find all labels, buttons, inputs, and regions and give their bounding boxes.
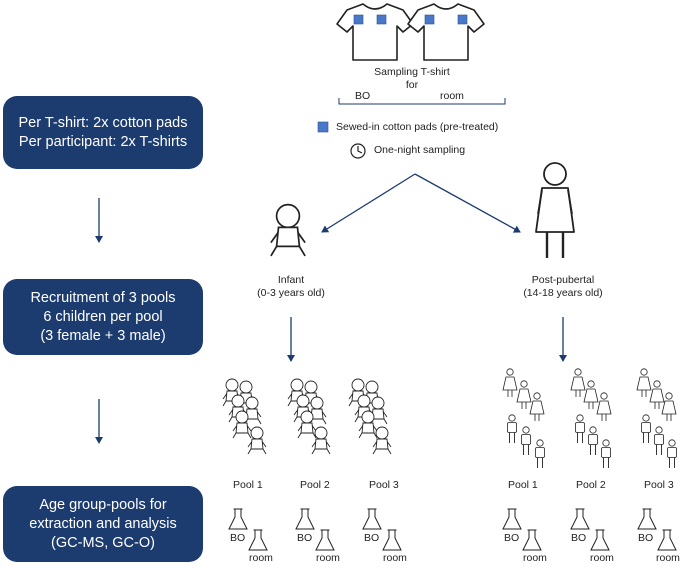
flask-bo-label: BO: [297, 532, 313, 544]
box-line: Per T-shirt: 2x cotton pads: [18, 114, 188, 131]
flask-room-label: room: [523, 552, 547, 564]
tshirt-room-label: room: [440, 90, 464, 102]
postpubertal-icon: [535, 162, 575, 258]
postpubertal-label-line: (14-18 years old): [523, 287, 603, 299]
infant-pool-2-label: Pool 2: [300, 479, 330, 491]
sampling-title-line: for: [405, 79, 419, 91]
postpubertal-label-line: Post-pubertal: [531, 274, 595, 286]
infant-label-line: Infant: [277, 274, 305, 286]
infant-icon: [270, 203, 306, 257]
tshirt-room-icon: [407, 3, 485, 61]
flask-bo-label: BO: [230, 532, 246, 544]
infant-pool-3-icons: [348, 378, 392, 455]
recruitment-box: Recruitment of 3 pools 6 children per po…: [3, 279, 203, 355]
infant-pool-1-icons: [222, 378, 267, 455]
flask-room-label: room: [590, 552, 614, 564]
flask-bo-label: BO: [571, 532, 587, 544]
sampling-title: Sampling T-shirt for: [352, 66, 472, 92]
tshirt-bo-icon: [336, 3, 414, 61]
tshirt-info-box: Per T-shirt: 2x cotton pads Per particip…: [3, 96, 203, 169]
tshirt-bo-label: BO: [355, 90, 371, 102]
flask-bo-label: BO: [364, 532, 380, 544]
box-line: extraction and analysis: [29, 515, 177, 532]
infant-label: Infant (0-3 years old): [241, 274, 341, 300]
analysis-box: Age group-pools for extraction and analy…: [3, 486, 203, 562]
postpubertal-pool-1-icons: [502, 368, 545, 469]
legend-time-text: One-night sampling: [374, 144, 466, 156]
flask-bo-label: BO: [504, 532, 520, 544]
infant-pool-2-icons: [287, 378, 331, 455]
flask-room-label: room: [383, 552, 407, 564]
flask-bo-label: BO: [638, 532, 654, 544]
arrow-to-infant: [321, 173, 416, 233]
box-line: (GC-MS, GC-O): [51, 534, 155, 551]
postpubertal-pool-2-label: Pool 2: [576, 479, 606, 491]
infant-pool-1-label: Pool 1: [233, 479, 263, 491]
box-line: (3 female + 3 male): [40, 327, 166, 344]
box-line: Per participant: 2x T-shirts: [18, 133, 188, 150]
postpubertal-pool-1-label: Pool 1: [508, 479, 538, 491]
tshirt-bracket: [338, 98, 506, 105]
legend-pads-text: Sewed-in cotton pads (pre-treated): [336, 121, 499, 133]
flask-room-label: room: [249, 552, 273, 564]
flask-room-label: room: [316, 552, 340, 564]
box-line: Recruitment of 3 pools: [30, 289, 176, 306]
postpubertal-pool-3-label: Pool 3: [644, 479, 674, 491]
postpubertal-pool-2-icons: [570, 368, 612, 469]
postpubertal-pool-3-icons: [636, 368, 677, 469]
box-line: Age group-pools for: [39, 496, 167, 513]
postpubertal-label: Post-pubertal (14-18 years old): [503, 274, 623, 300]
sampling-title-line: Sampling T-shirt: [374, 66, 450, 78]
cotton-pad-icon: [317, 121, 329, 133]
arrow-to-postpubertal: [414, 173, 521, 233]
clock-icon: [350, 143, 366, 159]
infant-label-line: (0-3 years old): [257, 287, 325, 299]
flask-room-label: room: [656, 552, 680, 564]
box-line: 6 children per pool: [43, 308, 163, 325]
infant-pool-3-label: Pool 3: [369, 479, 399, 491]
